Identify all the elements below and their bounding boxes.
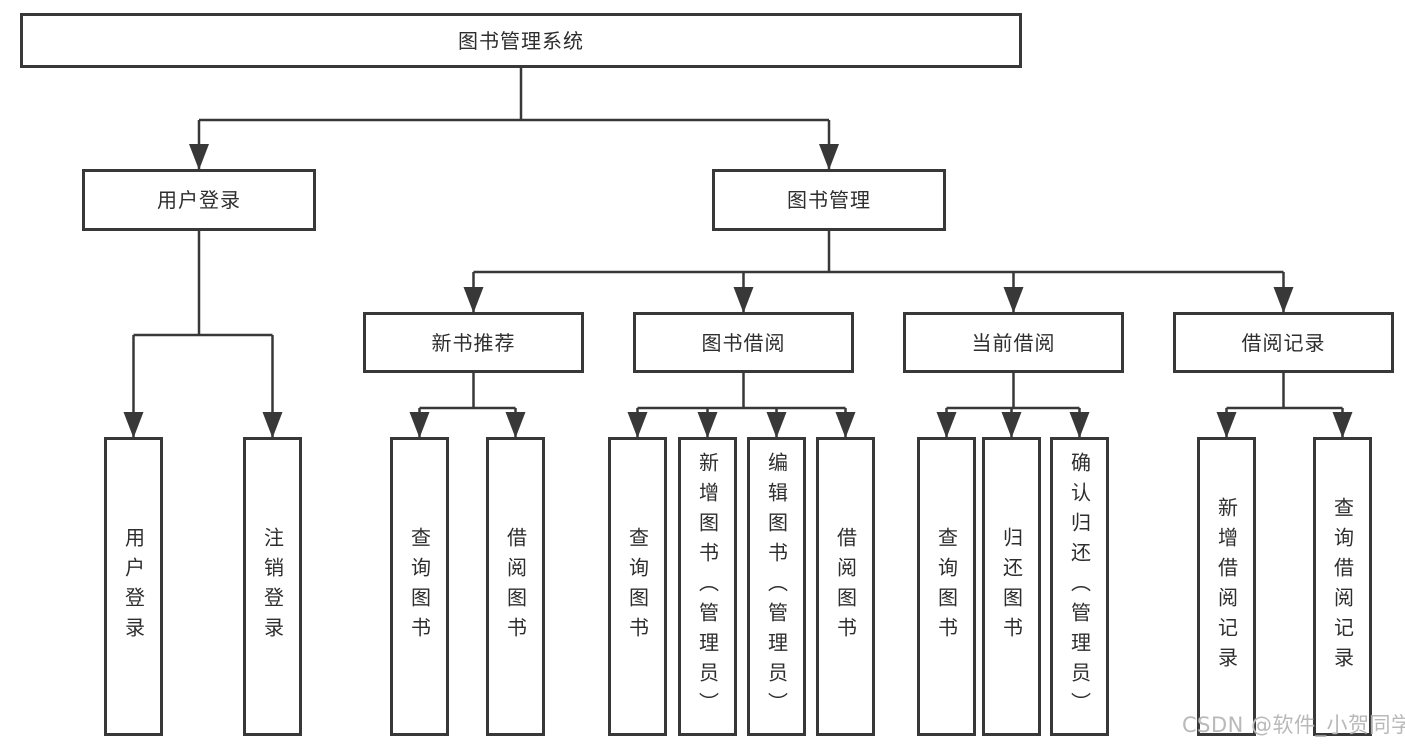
leaf-bb-add-book-admin: 新增图书（管理员）: [678, 437, 737, 736]
leaf-label: 用户登录: [121, 526, 146, 647]
leaf-label: 归还图书: [999, 526, 1024, 647]
leaf-bb-query-books: 查询图书: [608, 437, 667, 736]
leaf-bb-borrow-books: 借阅图书: [816, 437, 875, 736]
node-label: 图书借阅: [701, 330, 786, 355]
leaf-nbr-borrow-books: 借阅图书: [486, 437, 545, 736]
node-label: 新书推荐: [431, 330, 516, 355]
node-label: 图书管理: [787, 188, 871, 212]
leaf-cb-confirm-return-admin: 确认归还（管理员）: [1050, 437, 1109, 736]
leaf-bb-edit-book-admin: 编辑图书（管理员）: [747, 437, 806, 736]
leaf-br-add-borrow-record: 新增借阅记录: [1197, 437, 1256, 736]
leaf-logout: 注销登录: [243, 437, 302, 736]
leaf-label: 编辑图书（管理员）: [764, 451, 789, 722]
node-label: 用户登录: [157, 188, 241, 212]
leaf-label: 查询图书: [934, 526, 959, 647]
leaf-label: 确认归还（管理员）: [1067, 451, 1092, 722]
leaf-user-login: 用户登录: [104, 437, 163, 736]
node-library-management-system: 图书管理系统: [20, 13, 1022, 68]
leaf-label: 借阅图书: [503, 526, 528, 647]
leaf-nbr-query-books: 查询图书: [390, 437, 449, 736]
leaf-label: 查询图书: [625, 526, 650, 647]
leaf-label: 查询图书: [407, 526, 432, 647]
node-borrowing-records: 借阅记录: [1173, 312, 1394, 373]
node-current-borrowing: 当前借阅: [903, 312, 1124, 373]
node-book-borrowing: 图书借阅: [633, 312, 854, 373]
leaf-label: 新增图书（管理员）: [695, 451, 720, 722]
node-user-login: 用户登录: [82, 169, 316, 231]
leaf-label: 注销登录: [260, 526, 285, 647]
csdn-watermark: CSDN @软件_小贺同学: [1182, 713, 1405, 737]
leaf-cb-query-books: 查询图书: [917, 437, 976, 736]
node-new-book-recommendation: 新书推荐: [363, 312, 584, 373]
node-label: 图书管理系统: [458, 28, 584, 53]
leaf-label: 借阅图书: [833, 526, 858, 647]
node-book-management: 图书管理: [712, 169, 946, 231]
leaf-label: 新增借阅记录: [1214, 496, 1239, 677]
leaf-br-query-borrow-record: 查询借阅记录: [1313, 437, 1372, 736]
arrowheads: [123, 144, 1353, 438]
node-label: 借阅记录: [1241, 330, 1326, 355]
leaf-cb-return-books: 归还图书: [982, 437, 1041, 736]
leaf-label: 查询借阅记录: [1330, 496, 1355, 677]
node-label: 当前借阅: [971, 330, 1056, 355]
